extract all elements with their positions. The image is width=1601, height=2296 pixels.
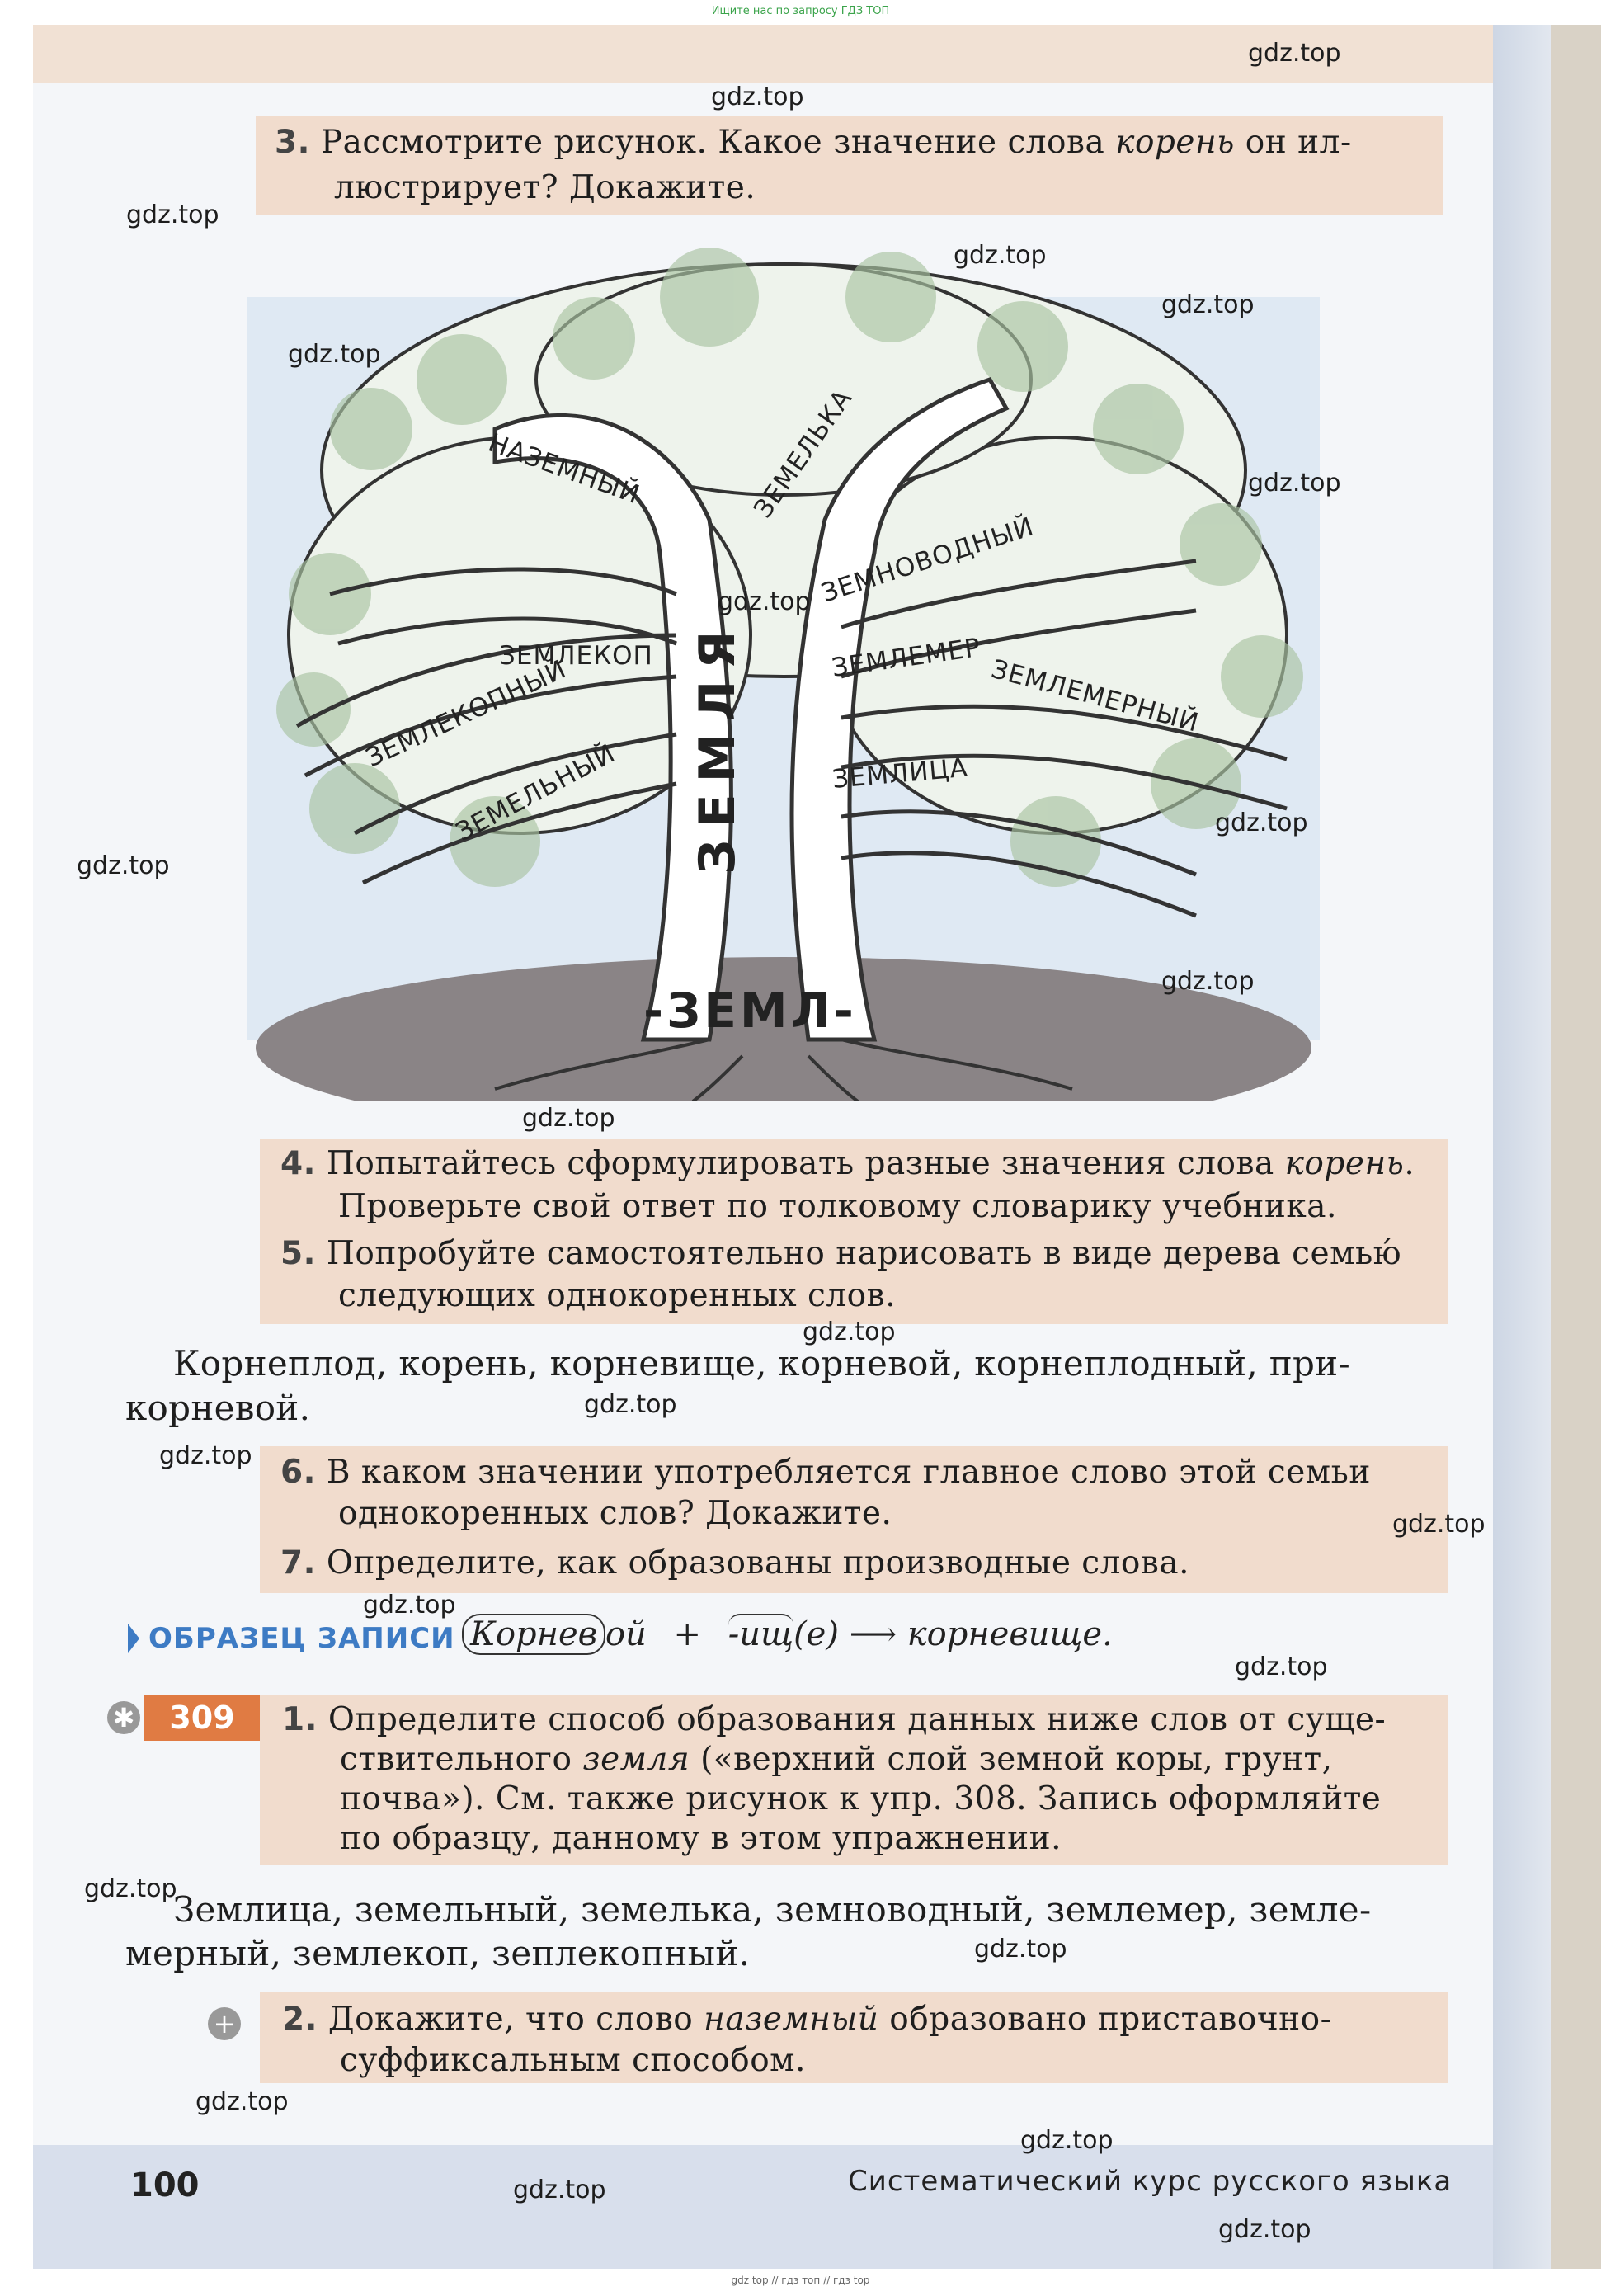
watermark: gdz.top [1248,469,1341,497]
tree-illustration: НАЗЕМНЫЙ ЗЕМЕЛЬКА ЗЕМНОВОДНЫЙ ЗЕМЛЕКОП З… [247,248,1320,1139]
page-number: 100 [130,2166,200,2204]
watermark: gdz.top [363,1591,456,1619]
task-2-box [260,1992,1448,2083]
ex309-line-2: ствительного земля («верхний слой земной… [340,1741,1333,1778]
task-4-line-1: 4. Попытайтесь сформулировать разные зна… [280,1145,1415,1182]
header-strip [33,25,1493,83]
watermark: gdz.top [718,587,811,616]
word-list-1-line-2: корневой. [125,1388,311,1428]
trunk-word: ЗЕМЛЯ [689,620,746,875]
watermark: gdz.top [954,241,1047,270]
word-list-2-line-2: мерный, землекоп, зеплекопный. [125,1933,751,1973]
watermark: gdz.top [803,1318,896,1346]
sample-ending: ой [605,1615,647,1653]
watermark: gdz.top [1161,967,1255,996]
task-3-line-2: люстрирует? Докажите. [334,169,756,206]
sample-result: корневище. [906,1615,1113,1653]
task-4-line-2: Проверьте свой ответ по толковому словар… [338,1188,1337,1225]
watermark: gdz.top [1218,2215,1311,2244]
watermark: gdz.top [522,1104,615,1133]
arrow-icon: ⟶ [849,1615,897,1653]
watermark: gdz.top [711,83,804,111]
task-6-line-2: однокоренных слов? Докажите. [338,1495,892,1532]
book-edge [1551,25,1601,2269]
page-margin-band [1493,25,1551,2269]
branches [295,559,1288,918]
sample-label: ОБРАЗЕЦ ЗАПИСИ [148,1622,455,1655]
sample-suffix-ending: (е) [793,1615,839,1653]
footer-title: Систематический курс русского языка [848,2165,1453,2198]
page-footer [33,2145,1493,2269]
roots [494,1038,1073,1103]
watermark: gdz.top [77,851,170,880]
word-list-2-line-1: Землица, земельный, земелька, земноводны… [173,1889,1372,1930]
word-family-tree: НАЗЕМНЫЙ ЗЕМЕЛЬКА ЗЕМНОВОДНЫЙ ЗЕМЛЕКОП З… [247,248,1320,1139]
trunk-left [492,413,733,1042]
task-6-line-1: 6. В каком значении употребляется главно… [280,1454,1371,1491]
top-notice: Ищите нас по запросу ГДЗ ТОП [711,5,890,17]
watermark: gdz.top [974,1935,1067,1964]
watermark: gdz.top [584,1390,677,1419]
task-3-line-1: 3. Рассмотрите рисунок. Какое значение с… [275,124,1352,161]
watermark: gdz.top [1020,2126,1114,2155]
sample-marker [128,1624,139,1653]
exercise-number-badge: 309 [144,1695,260,1741]
watermark: gdz.top [1248,39,1341,68]
watermark: gdz.top [84,1874,177,1903]
star-icon: ✱ [107,1701,140,1734]
task-2-line-1: 2. Докажите, что слово наземный образова… [282,2001,1332,2038]
word-list-1-line-1: Корнеплод, корень, корневище, корневой, … [173,1343,1350,1384]
watermark: gdz.top [1235,1652,1328,1681]
bottom-notice: gdz top // гдз топ // гдз top [731,2275,870,2286]
exercise-309-box [260,1695,1448,1865]
trunk-right [789,376,1010,1042]
ex309-line-4: по образцу, данному в этом упражнении. [340,1820,1062,1857]
watermark: gdz.top [126,200,219,229]
task-3-box [256,116,1443,215]
sample-suffix: -ищ [728,1614,794,1653]
plus-icon: + [208,2007,241,2040]
ex309-line-3: почва»). См. также рисунок к упр. 308. З… [340,1780,1382,1817]
watermark: gdz.top [513,2176,606,2204]
watermark: gdz.top [1161,290,1255,319]
branch-word: ЗЕМЛЕКОП [499,641,653,671]
sample-stem: Корнев [462,1614,605,1655]
root-word: -ЗЕМЛ- [643,983,857,1039]
task-2-line-2: суффиксальным способом. [340,2042,806,2079]
watermark: gdz.top [1392,1510,1486,1539]
task-6-7-box [260,1446,1448,1593]
task-5-line-2: следующих однокоренных слов. [338,1277,896,1314]
ground [256,957,1311,1139]
watermark: gdz.top [159,1441,252,1470]
watermark: gdz.top [288,340,381,369]
task-5-line-1: 5. Попробуйте самостоятельно нарисовать … [280,1235,1402,1272]
sample-plus: + [673,1615,702,1653]
task-7-line-1: 7. Определите, как образованы производны… [280,1544,1190,1582]
watermark: gdz.top [1215,809,1308,837]
task-4-5-box [260,1139,1448,1324]
task-number: 3. [275,124,310,161]
watermark: gdz.top [195,2087,289,2116]
ex309-line-1: 1. Определите способ образования данных … [282,1701,1387,1738]
